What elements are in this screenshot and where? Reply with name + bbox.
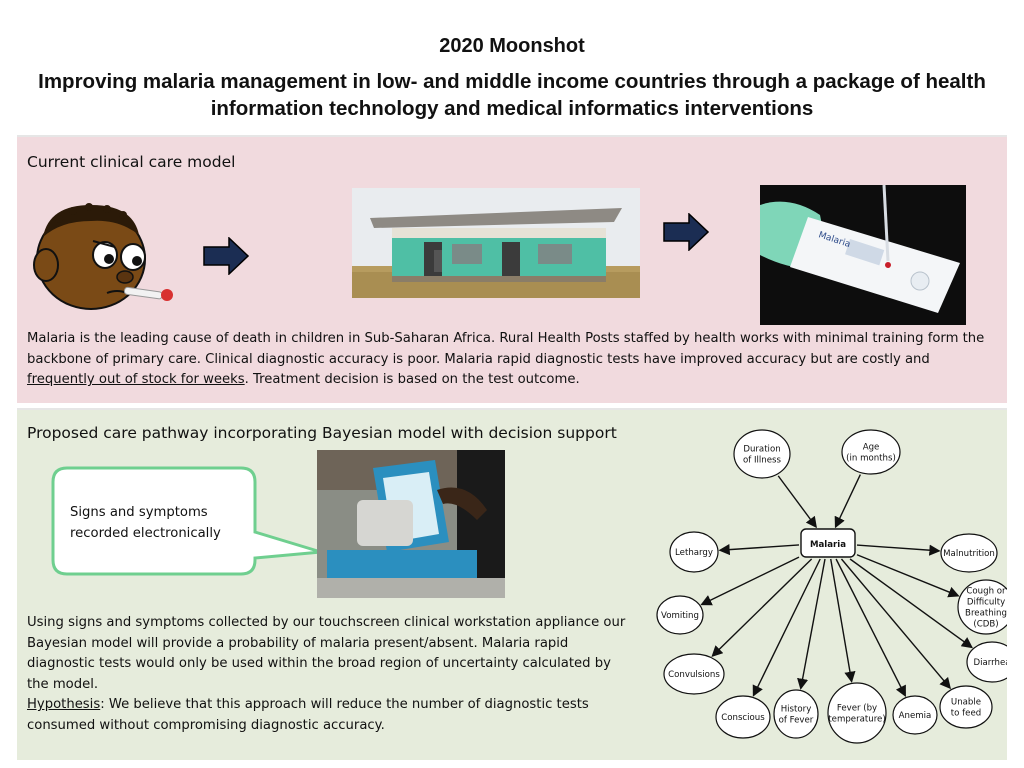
proposed-pathway-heading: Proposed care pathway incorporating Baye… <box>27 424 617 442</box>
diagram-edge <box>752 558 821 697</box>
diagram-edge <box>830 558 856 683</box>
diagram-node-ellipse <box>841 429 901 475</box>
diagram-node-ellipse <box>663 653 725 695</box>
diagram-node: Anemia <box>892 695 938 735</box>
diagram-center-box <box>800 528 856 558</box>
current-care-description: Malaria is the leading cause of death in… <box>27 329 997 391</box>
current-care-panel: Current clinical care model <box>17 135 1007 403</box>
diagram-node-label: (in months) <box>846 454 896 464</box>
diagram-node-label: Breathing <box>965 609 1007 619</box>
hypothesis-text: : We believe that this approach will red… <box>27 697 589 733</box>
diagram-node-label: Lethargy <box>675 548 713 558</box>
diagram-node-label: History <box>781 705 812 715</box>
diagram-edge <box>849 558 973 649</box>
diagram-node: Malnutrition <box>940 533 998 573</box>
diagram-node-label: Unable <box>951 698 981 708</box>
diagram-node: Age(in months) <box>841 429 901 475</box>
presentation-title: 2020 Moonshot <box>439 35 585 57</box>
diagram-edge <box>797 558 826 690</box>
diagram-node-ellipse <box>773 689 819 739</box>
flow-arrow-1-icon <box>203 237 249 275</box>
diagram-center-label: Malaria <box>810 540 846 550</box>
diagram-node-ellipse <box>827 682 887 744</box>
diagram-node-label: Malnutrition <box>943 549 995 559</box>
child-illustration <box>33 203 173 310</box>
diagram-edge <box>718 544 800 556</box>
diagram-node: Convulsions <box>663 653 725 695</box>
workstation-photo <box>317 450 505 598</box>
diagram-edge <box>711 558 813 657</box>
hypothesis-label: Hypothesis <box>27 697 101 712</box>
diagram-node: Vomiting <box>656 595 704 635</box>
diagram-edge <box>840 558 951 690</box>
current-care-heading: Current clinical care model <box>27 153 236 171</box>
diagram-node-label: Anemia <box>899 711 932 721</box>
health-post-photo <box>352 188 640 298</box>
diagram-node-ellipse <box>656 595 704 635</box>
description-text: Malaria is the leading cause of death in… <box>27 331 985 367</box>
diagram-edge <box>856 554 960 598</box>
diagram-node-label: Convulsions <box>668 670 720 680</box>
diagram-edge <box>856 544 941 556</box>
diagram-node-ellipse <box>966 641 1007 683</box>
diagram-node-ellipse <box>733 429 791 479</box>
proposed-pathway-description: Using signs and symptoms collected by ou… <box>27 613 629 736</box>
diagram-node-label: Difficulty <box>967 598 1005 608</box>
diagram-node-ellipse <box>892 695 938 735</box>
diagram-edge <box>834 474 861 529</box>
diagram-edge <box>777 475 817 529</box>
flow-arrow-2-icon <box>663 213 709 251</box>
diagram-node-ellipse <box>957 579 1007 635</box>
presentation-subtitle: Improving malaria management in low- and… <box>38 70 986 120</box>
diagram-node: Lethargy <box>669 531 719 573</box>
diagram-node-label: to feed <box>951 709 981 719</box>
diagram-node-label: of Illness <box>743 456 782 466</box>
diagram-edge <box>835 558 906 698</box>
diagram-node-label: temperature) <box>828 715 885 725</box>
proposed-pathway-panel: Proposed care pathway incorporating Baye… <box>17 408 1007 760</box>
diagram-node-label: Fever (by <box>837 704 877 714</box>
description-text-end: . Treatment decision is based on the tes… <box>244 372 580 387</box>
rapid-test-photo: Malaria <box>760 185 966 325</box>
callout-bubble <box>51 466 322 576</box>
diagram-node-label: Conscious <box>721 713 765 723</box>
callout-text: Signs and symptoms recorded electronical… <box>70 505 221 541</box>
diagram-node-label: (CDB) <box>973 620 998 630</box>
diagram-edge <box>700 556 800 606</box>
diagram-node-label: Duration <box>743 445 780 455</box>
proposed-body-text: Using signs and symptoms collected by ou… <box>27 615 626 692</box>
diagram-node-ellipse <box>939 685 993 729</box>
diagram-node-ellipse <box>715 695 771 739</box>
diagram-node: Conscious <box>715 695 771 739</box>
diagram-node: Diarrhea <box>966 641 1007 683</box>
stock-out-underlined-text: frequently out of stock for weeks <box>27 372 245 387</box>
diagram-node-label: Cough or <box>966 587 1006 597</box>
diagram-node-label: of Fever <box>779 716 814 726</box>
diagram-node-label: Vomiting <box>661 611 699 621</box>
diagram-node-label: Diarrhea <box>973 658 1007 668</box>
diagram-node-ellipse <box>940 533 998 573</box>
diagram-node-label: Age <box>863 443 880 453</box>
diagram-node-ellipse <box>669 531 719 573</box>
